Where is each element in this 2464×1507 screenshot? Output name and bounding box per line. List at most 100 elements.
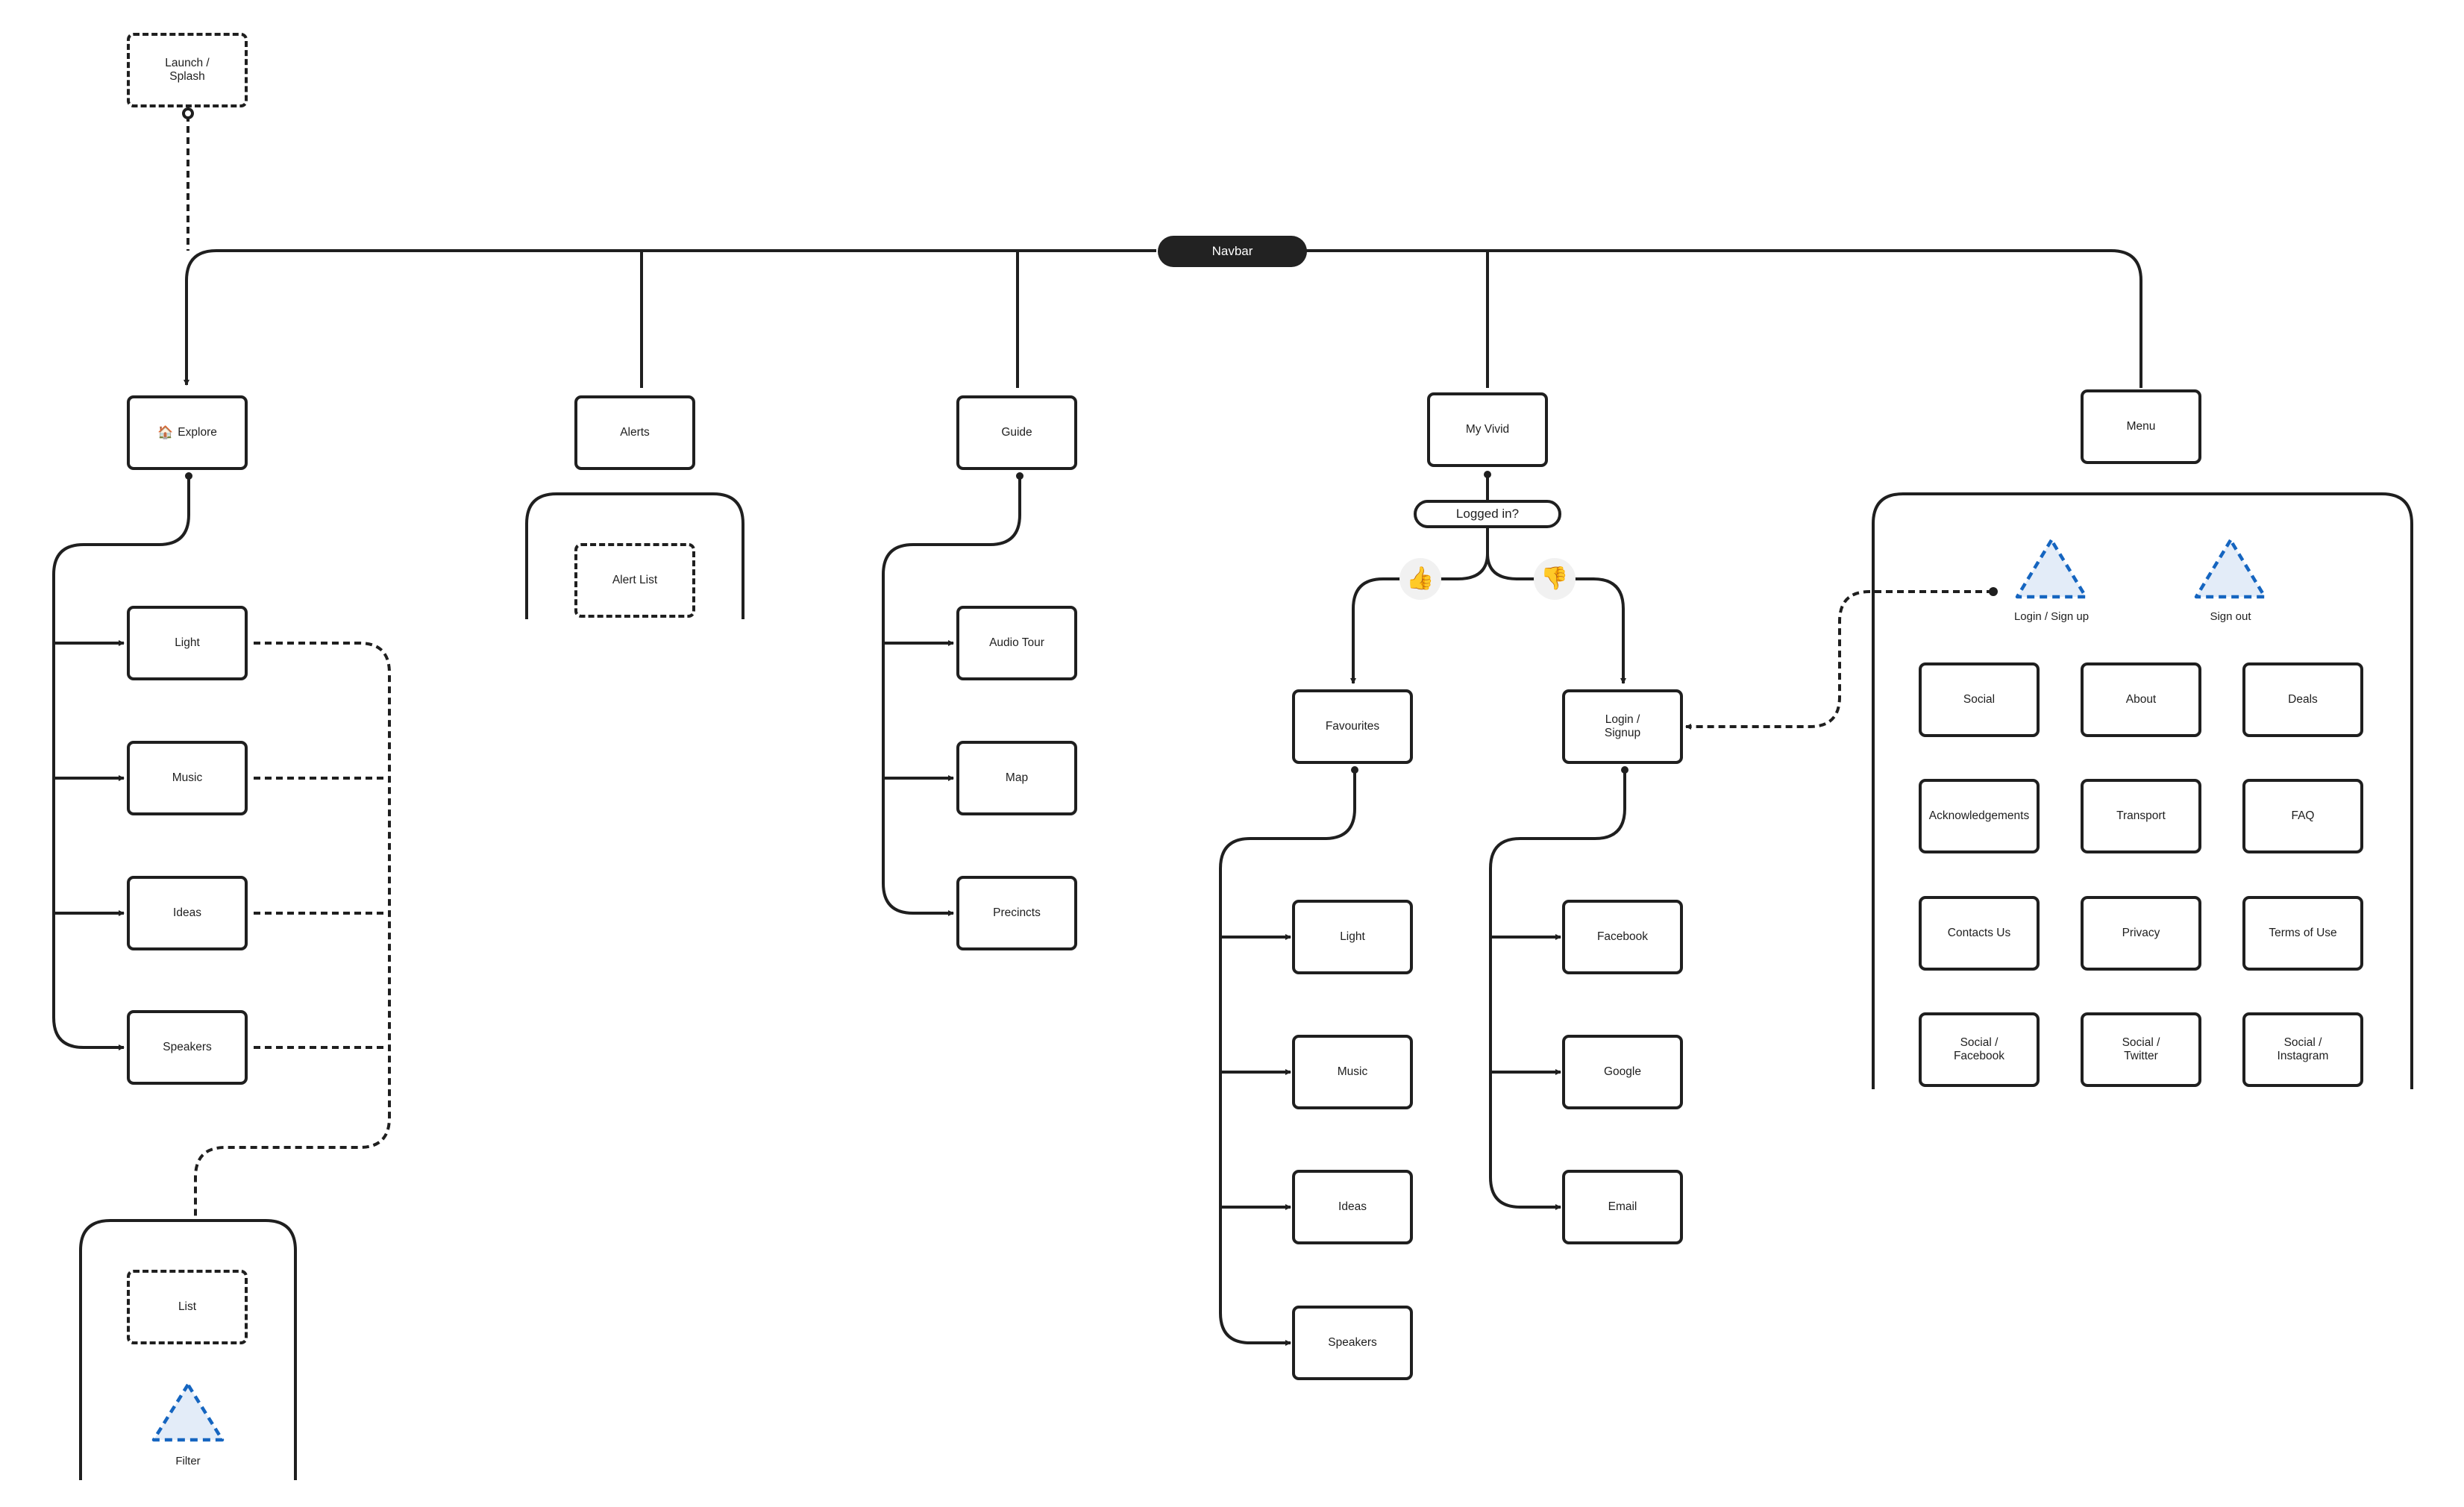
menu-faq-node[interactable]: FAQ — [2242, 779, 2363, 853]
logged-in-label: Logged in? — [1455, 507, 1520, 521]
menu-terms-of-use-node[interactable]: Terms of Use — [2242, 896, 2363, 971]
guide-branch-connector — [882, 474, 1021, 916]
menu-social-node[interactable]: Social — [1919, 662, 2040, 737]
explore-speakers-label: Speakers — [163, 1041, 212, 1053]
menu-privacy-label: Privacy — [2122, 927, 2160, 939]
menu-social-label: Social — [1963, 693, 1996, 706]
my-vivid-label: My Vivid — [1465, 423, 1510, 436]
menu-login-dot — [1989, 587, 1998, 596]
favourites-speakers-node[interactable]: Speakers — [1292, 1306, 1413, 1380]
login-email-label: Email — [1608, 1200, 1637, 1213]
favourites-speakers-label: Speakers — [1328, 1336, 1377, 1349]
explore-branch-dot — [185, 472, 192, 480]
thumbs-up-icon: 👍 — [1399, 558, 1441, 600]
menu-social-facebook-node[interactable]: Social / Facebook — [1919, 1012, 2040, 1087]
favourites-node[interactable]: Favourites — [1292, 689, 1413, 764]
login-branch-connector — [1489, 768, 1626, 1210]
menu-acknowledgements-node[interactable]: Acknowledgements — [1919, 779, 2040, 853]
explore-label: Explore — [178, 426, 217, 439]
house-icon: 🏠 — [157, 425, 174, 439]
guide-node[interactable]: Guide — [956, 395, 1077, 470]
explore-music-label: Music — [172, 771, 203, 784]
navbar-pill[interactable]: Navbar — [1158, 236, 1307, 267]
login-facebook-label: Facebook — [1596, 930, 1649, 943]
favourites-label: Favourites — [1325, 720, 1380, 733]
menu-about-node[interactable]: About — [2081, 662, 2201, 737]
guide-audio-tour-label: Audio Tour — [989, 636, 1044, 649]
favourites-ideas-label: Ideas — [1338, 1200, 1367, 1213]
menu-terms-of-use-label: Terms of Use — [2269, 927, 2337, 939]
sign-out-label: Sign out — [2210, 610, 2251, 623]
logged-in-decision[interactable]: Logged in? — [1414, 500, 1561, 528]
alert-list-node[interactable]: Alert List — [574, 543, 695, 618]
list-node[interactable]: List — [127, 1270, 248, 1344]
favourites-music-node[interactable]: Music — [1292, 1035, 1413, 1109]
explore-ideas-label: Ideas — [173, 906, 201, 919]
menu-social-facebook-label: Social / Facebook — [1953, 1036, 2005, 1062]
login-google-label: Google — [1604, 1065, 1641, 1078]
login-dot — [1621, 766, 1628, 774]
decision-yes-connector — [1350, 528, 1489, 684]
alerts-container — [525, 492, 744, 619]
navbar-label: Navbar — [1211, 244, 1253, 258]
filter-triangle — [151, 1382, 225, 1442]
favourites-dot — [1351, 766, 1358, 774]
explore-light-label: Light — [175, 636, 200, 649]
guide-audio-tour-node[interactable]: Audio Tour — [956, 606, 1077, 680]
guide-map-node[interactable]: Map — [956, 741, 1077, 815]
launch-splash-label: Launch / Splash — [165, 57, 210, 83]
filter-container — [79, 1219, 297, 1480]
navbar-bus-connector-right — [1305, 249, 2142, 388]
filter-label: Filter — [175, 1455, 201, 1467]
explore-branch-connector — [52, 474, 190, 1050]
favourites-music-label: Music — [1337, 1065, 1368, 1078]
guide-branch-dot — [1016, 472, 1023, 480]
menu-faq-label: FAQ — [2291, 809, 2315, 822]
login-google-node[interactable]: Google — [1562, 1035, 1683, 1109]
guide-label: Guide — [1001, 426, 1032, 439]
menu-acknowledgements-label: Acknowledgements — [1928, 809, 2030, 822]
myvivid-dot — [1484, 471, 1491, 478]
alerts-node[interactable]: Alerts — [574, 395, 695, 470]
favourites-light-label: Light — [1340, 930, 1365, 943]
menu-node[interactable]: Menu — [2081, 389, 2201, 464]
explore-light-node[interactable]: Light — [127, 606, 248, 680]
alerts-label: Alerts — [620, 426, 650, 439]
menu-privacy-node[interactable]: Privacy — [2081, 896, 2201, 971]
favourites-branch-connector — [1219, 768, 1356, 1346]
my-vivid-node[interactable]: My Vivid — [1427, 392, 1548, 467]
launch-splash-node[interactable]: Launch / Splash — [127, 33, 248, 107]
menu-contacts-us-label: Contacts Us — [1947, 927, 2011, 939]
explore-node[interactable]: 🏠 Explore — [127, 395, 248, 470]
login-signup-node[interactable]: Login / Signup — [1562, 689, 1683, 764]
thumbs-down-icon: 👎 — [1534, 558, 1576, 600]
menu-label: Menu — [2126, 420, 2156, 433]
menu-contacts-us-node[interactable]: Contacts Us — [1919, 896, 2040, 971]
favourites-ideas-node[interactable]: Ideas — [1292, 1170, 1413, 1244]
guide-precincts-node[interactable]: Precincts — [956, 876, 1077, 950]
menu-deals-label: Deals — [2288, 693, 2318, 706]
login-email-node[interactable]: Email — [1562, 1170, 1683, 1244]
login-facebook-node[interactable]: Facebook — [1562, 900, 1683, 974]
menu-social-twitter-label: Social / Twitter — [2122, 1036, 2160, 1062]
launch-dot — [182, 107, 194, 119]
list-label: List — [178, 1300, 197, 1313]
guide-precincts-label: Precincts — [993, 906, 1041, 919]
menu-social-instagram-node[interactable]: Social / Instagram — [2242, 1012, 2363, 1087]
menu-social-twitter-node[interactable]: Social / Twitter — [2081, 1012, 2201, 1087]
login-sign-up-label: Login / Sign up — [2013, 610, 2090, 623]
guide-map-label: Map — [1005, 771, 1029, 784]
menu-transport-node[interactable]: Transport — [2081, 779, 2201, 853]
explore-ideas-node[interactable]: Ideas — [127, 876, 248, 950]
menu-transport-label: Transport — [2116, 809, 2166, 822]
login-signup-label: Login / Signup — [1604, 713, 1641, 739]
menu-deals-node[interactable]: Deals — [2242, 662, 2363, 737]
sign-out-triangle — [2194, 538, 2267, 599]
favourites-light-node[interactable]: Light — [1292, 900, 1413, 974]
explore-items-dashed-connector — [194, 642, 391, 1221]
menu-social-instagram-label: Social / Instagram — [2277, 1036, 2329, 1062]
explore-music-node[interactable]: Music — [127, 741, 248, 815]
explore-speakers-node[interactable]: Speakers — [127, 1010, 248, 1085]
menu-container — [1872, 492, 2413, 1089]
